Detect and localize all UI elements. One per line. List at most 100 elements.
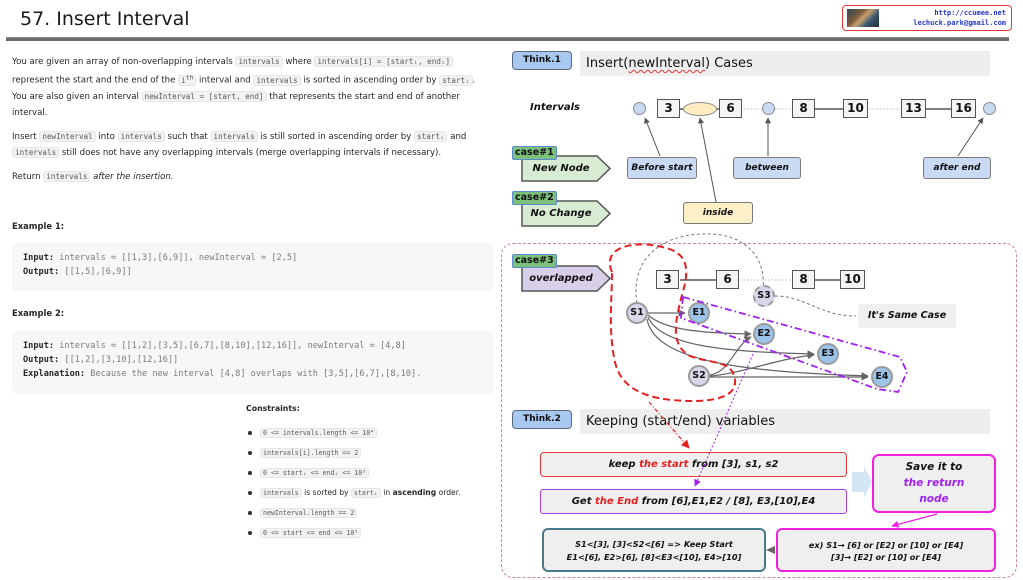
explanation-value: Because the new interval [4,8] overlaps … [90,369,422,379]
insert-point-before-start [633,102,646,115]
case2-arrow-shape [521,200,611,227]
title-text: Insert( [586,56,629,71]
input-value: intervals = [[1,2],[3,5],[6,7],[8,10],[1… [59,341,406,351]
start-node-s3: S3 [753,285,775,307]
text: is still sorted in ascending order by [257,131,415,142]
text: You are given an array of non-overlappin… [12,57,236,67]
code-intervals: intervals [253,74,301,86]
highlight-text: node [919,493,949,505]
example-box: ex) S1→ [6] or [E2] or [10] or [E4] [3]→… [776,528,996,572]
constraint-item: intervals[i].length == 2 [246,447,496,467]
think2-title: Keeping (start/end) variables [580,409,990,434]
start-node-s1: S1 [626,302,648,324]
case3-arrow-shape [521,265,611,292]
code-interval-def: intervals[i] = [startᵢ, endᵢ] [314,56,454,67]
example-1-title: Example 1: [12,221,65,231]
text: such that [164,131,211,142]
text: in [380,488,393,497]
interval-node: 6 [716,270,739,289]
text: and [447,131,467,142]
explanation-label: Explanation: [23,369,86,379]
constraint-code: newInterval.length == 2 [260,508,358,518]
end-node-e4: E4 [871,366,893,388]
same-case-note: It's Same Case [858,304,956,328]
label-inside: inside [683,202,753,224]
text: is sorted in ascending order by [300,75,440,86]
description-paragraph-3: Return intervals after the insertion. [12,169,492,185]
constraint-code: 0 <= intervals.length <= 10⁴ [260,428,378,438]
case2-label: No Change [521,200,611,227]
input-value: intervals = [[1,3],[6,9]], newInterval =… [59,253,298,263]
code-intervals: intervals [43,170,91,182]
code-new-interval-def: newInterval = [start, end] [141,90,267,102]
code-new-interval: newInterval [39,130,96,142]
code-i-text: i [181,75,186,85]
interval-node: 10 [840,270,865,289]
save-return-node-box: Save it to the return node [872,454,996,513]
interval-node: 8 [792,270,815,289]
text: interval and [196,75,254,86]
text: is sorted by [301,488,351,497]
page-title: 57. Insert Interval [20,8,190,30]
case2-tag: case#2 [512,191,557,205]
text: represent the start and the end of the [12,75,179,86]
text: [3]→ [E2] or [10] or [E4] [830,552,942,562]
code-intervals: intervals [12,146,60,158]
case1-text: New Node [532,163,590,174]
code-intervals: intervals [235,56,283,67]
end-node-e2: E2 [753,323,775,345]
interval-node: 16 [951,99,976,118]
title-divider [6,37,1009,41]
label-between: between [733,157,801,179]
text: from [6],E1,E2 / [8], E3,[10],E4 [638,496,816,507]
constraint-item: intervals is sorted by startᵢ in ascendi… [246,487,496,507]
insert-point-after-end [983,102,996,115]
description-paragraph-2: Insert newInterval into intervals such t… [12,129,492,161]
output-value: [[1,2],[3,10],[12,16]] [64,355,179,365]
code-intervals: intervals [210,130,258,142]
constraint-item: 0 <= startᵢ <= endᵢ <= 10⁵ [246,467,496,487]
start-node-s2: S2 [688,365,710,387]
case3-text: overlapped [529,273,593,284]
constraints-section: Constraints: 0 <= intervals.length <= 10… [246,404,496,547]
think1-title: Insert(newInterval) Cases [580,51,990,76]
contact-url[interactable]: http://ccumee.net [934,9,1006,17]
contact-badge[interactable]: http://ccumee.net lechuck.park@gmail.com [842,5,1012,31]
output-label: Output: [23,355,60,365]
text: still does not have any overlapping inte… [59,147,442,158]
interval-node: 13 [901,99,926,118]
output-value: [[1,5],[6,9]] [64,267,132,277]
constraints-list: 0 <= intervals.length <= 10⁴ intervals[i… [246,427,496,547]
code-intervals: intervals [117,130,165,142]
example-2-box: Input: intervals = [[1,2],[3,5],[6,7],[8… [12,331,494,394]
keep-start-box: keep the start from [3], s1, s2 [540,452,847,477]
code-start-i: startᵢ [414,130,448,142]
description-paragraph-1: You are given an array of non-overlappin… [12,54,492,121]
example-2-title: Example 2: [12,308,65,318]
code-i: ith [178,74,197,86]
constraints-title: Constraints: [246,404,300,413]
case3-tag: case#3 [512,254,557,268]
title-squiggle-text: newInterval [628,56,706,71]
example-1-box: Input: intervals = [[1,3],[6,9]], newInt… [12,243,494,291]
input-label: Input: [23,253,55,263]
highlight-text: the start [639,459,689,470]
text: from [3], s1, s2 [688,459,779,470]
example-2-input: Input: intervals = [[1,2],[3,5],[6,7],[8… [23,339,483,353]
insert-point-between [762,102,775,115]
contact-email[interactable]: lechuck.park@gmail.com [913,19,1006,27]
input-label: Input: [23,341,55,351]
text: Save it to [905,461,963,473]
label-after-end: after end [923,157,991,179]
text: Get [571,496,595,507]
code-start-i: startᵢ [439,74,473,86]
text: . You are also given an interval [12,75,476,102]
condition-box: S1<[3], [3]<S2<[6] => Keep Start E1<[6],… [542,528,766,572]
constraint-code: intervals [260,488,302,498]
get-end-box: Get the End from [6],E1,E2 / [8], E3,[10… [540,489,847,514]
constraint-item: newInterval.length == 2 [246,507,496,527]
text: Insert [12,131,40,142]
title-text: ) Cases [705,56,753,71]
example-2-explanation: Explanation: Because the new interval [4… [23,367,483,381]
case1-arrow-shape [521,155,611,182]
